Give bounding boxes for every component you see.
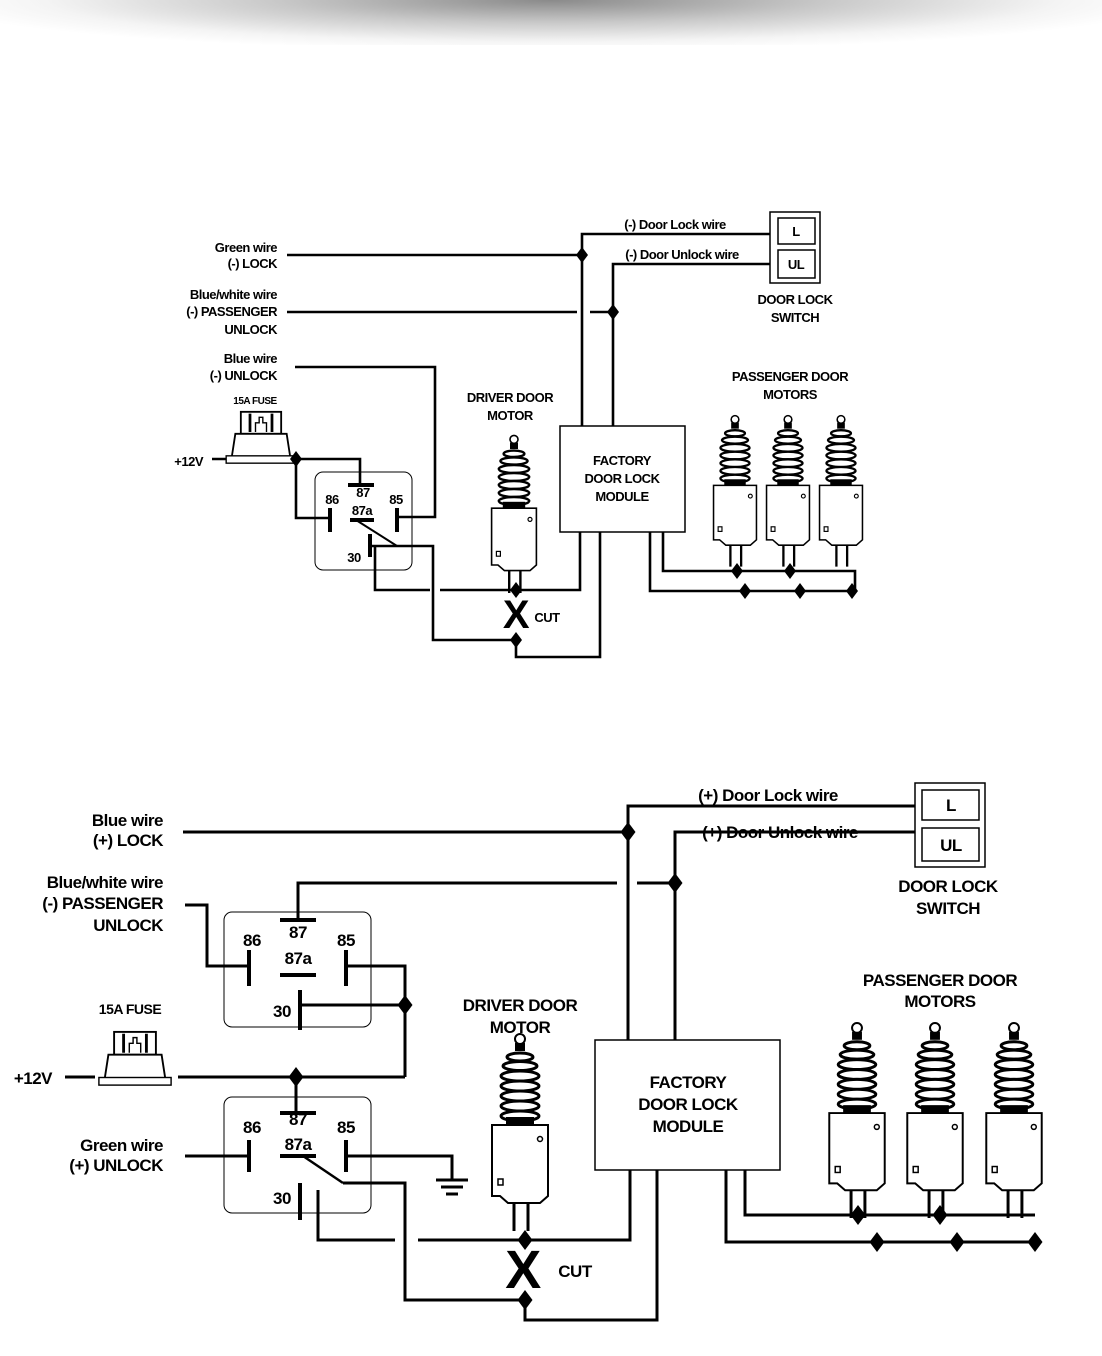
driver-motor-icon: [490, 434, 538, 593]
fuse-label: 15A FUSE: [99, 1001, 162, 1017]
label: (-) LOCK: [228, 256, 279, 271]
label: Green wire: [80, 1136, 163, 1155]
pin-label: 85: [337, 931, 355, 950]
module-label: FACTORY: [593, 453, 652, 468]
passenger-motor-icon: [984, 1021, 1044, 1218]
cut-x-icon: X: [503, 593, 530, 637]
label: Blue/white wire: [190, 287, 277, 302]
pin-label: 86: [243, 931, 261, 950]
passenger-motor-icon: [905, 1021, 965, 1218]
header-shadow: [0, 0, 1102, 45]
switch-unlock-label: UL: [788, 257, 805, 272]
driver-motor-label: DRIVER DOOR: [467, 390, 554, 405]
factory-module-box: [559, 425, 686, 533]
bottom-wires: [65, 804, 1040, 1322]
pin-label: 30: [273, 1189, 291, 1208]
label: (-) UNLOCK: [210, 368, 278, 383]
power-label: +12V: [174, 454, 204, 469]
passenger-motors-label: PASSENGER DOOR: [732, 369, 849, 384]
driver-motor-label: MOTOR: [487, 408, 534, 423]
switch-label: SWITCH: [916, 899, 980, 918]
label: UNLOCK: [224, 322, 278, 337]
module-label: FACTORY: [650, 1073, 728, 1092]
module-label: MODULE: [653, 1117, 724, 1136]
switch-unlock-label: UL: [940, 836, 962, 855]
pin-label: 87a: [352, 503, 373, 518]
label: (-) PASSENGER: [186, 304, 278, 319]
pin-label: 86: [243, 1118, 261, 1137]
label: UNLOCK: [93, 916, 164, 935]
pin-label: 86: [325, 492, 339, 507]
pin-label: 87a: [285, 949, 313, 968]
pin-label: 87a: [285, 1135, 313, 1154]
switch-lock-label: L: [792, 224, 800, 239]
power-label: +12V: [14, 1069, 53, 1088]
switch-label: DOOR LOCK: [898, 877, 999, 896]
passenger-motors-label: MOTORS: [904, 992, 975, 1011]
top-relay-contacts: [314, 471, 413, 571]
top-wires: [212, 232, 857, 659]
fuse-icon: [224, 410, 298, 465]
driver-motor-label: MOTOR: [490, 1018, 551, 1037]
fuse-label: 15A FUSE: [233, 396, 277, 407]
pin-label: 85: [337, 1118, 355, 1137]
switch-label: DOOR LOCK: [758, 292, 834, 307]
pin-label: 87: [289, 1110, 307, 1129]
label: Blue wire: [224, 351, 278, 366]
switch-lock-label: L: [946, 796, 956, 815]
top-diagram: X Green wire (-) LOCK Blue/white wire (-…: [174, 211, 864, 659]
factory-module-box: [594, 1039, 781, 1171]
fuse-icon: [97, 1030, 173, 1087]
cut-label: CUT: [558, 1262, 593, 1281]
label: Blue/white wire: [47, 873, 163, 892]
pin-label: 87: [289, 923, 307, 942]
module-label: DOOR LOCK: [638, 1095, 739, 1114]
pin-label: 30: [347, 550, 361, 565]
passenger-motor-icon: [765, 414, 811, 568]
lock-wire-label: (-) Door Lock wire: [624, 217, 726, 232]
label: (+) LOCK: [93, 831, 164, 850]
passenger-motors-label: PASSENGER DOOR: [863, 971, 1017, 990]
label: (-) PASSENGER: [42, 894, 163, 913]
driver-motor-label: DRIVER DOOR: [463, 996, 578, 1015]
label: Green wire: [215, 240, 277, 255]
pin-label: 87: [356, 485, 370, 500]
module-label: DOOR LOCK: [585, 471, 661, 486]
switch-unlock-button: [777, 249, 816, 279]
pin-label: 30: [273, 1002, 291, 1021]
unlock-wire-label: (-) Door Unlock wire: [625, 247, 739, 262]
switch-lock-button: [777, 217, 816, 245]
ground-icon: [436, 1178, 468, 1196]
bottom-diagram: X Blue wire (+) LOCK Blue/white wire (-)…: [14, 782, 1044, 1322]
cut-label: CUT: [534, 610, 560, 625]
pin-label: 85: [389, 492, 403, 507]
bottom-relays: [223, 911, 372, 1220]
passenger-motor-icon: [827, 1021, 887, 1218]
passenger-motor-icon: [818, 414, 864, 568]
driver-motor-icon: [490, 1032, 550, 1233]
switch-label: SWITCH: [771, 310, 819, 325]
passenger-motors-label: MOTORS: [763, 387, 818, 402]
lock-wire-label: (+) Door Lock wire: [698, 786, 838, 805]
label: Blue wire: [92, 811, 163, 830]
passenger-motor-icon: [712, 414, 758, 568]
label: (+) UNLOCK: [69, 1156, 164, 1175]
cut-x-icon: X: [505, 1240, 541, 1300]
switch-unlock-button: [921, 827, 980, 862]
switch-lock-button: [921, 789, 980, 821]
module-label: MODULE: [595, 489, 649, 504]
unlock-wire-label: (+) Door Unlock wire: [702, 823, 858, 842]
